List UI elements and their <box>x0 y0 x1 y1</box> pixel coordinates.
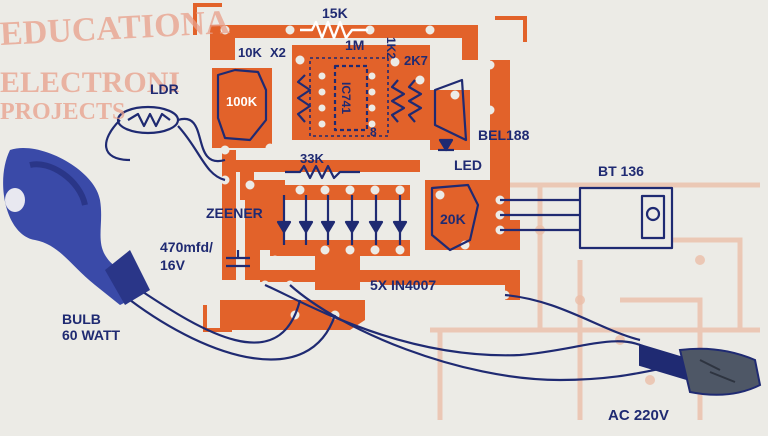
label-15k: 15K <box>322 5 348 21</box>
label-capacitor-voltage: 16V <box>160 257 185 273</box>
label-1k2: 1K2 <box>384 36 399 60</box>
bulb-illustration <box>3 148 150 305</box>
label-33k: 33K <box>300 151 324 166</box>
copper-traces <box>210 25 520 330</box>
label-100k: 100K <box>226 94 258 109</box>
label-diodes: 5X IN4007 <box>370 277 437 293</box>
label-ldr: LDR <box>150 81 179 97</box>
label-bel188: BEL188 <box>478 127 530 143</box>
label-20k: 20K <box>440 211 466 227</box>
label-bt136: BT 136 <box>598 163 644 179</box>
background-circuit <box>430 182 760 420</box>
label-pin8: 8 <box>370 125 377 139</box>
label-capacitor-value: 470mfd/ <box>160 239 213 255</box>
watermark-text-3: PROJECTS <box>0 99 126 125</box>
label-2k7: 2K7 <box>404 53 428 68</box>
label-ic741: IC741 <box>339 81 354 115</box>
watermark-text-2: ELECTRONI <box>0 66 181 99</box>
label-led: LED <box>454 157 482 173</box>
label-zeener: ZEENER <box>206 205 263 221</box>
ac-plug <box>639 343 762 396</box>
label-1m: 1M <box>345 37 365 53</box>
label-10k: 10K <box>238 45 262 60</box>
label-bulb: BULB <box>62 311 101 327</box>
component-symbols <box>116 20 674 268</box>
label-x2: X2 <box>270 45 286 60</box>
label-bulb-watt: 60 WATT <box>62 327 121 343</box>
wires <box>104 117 681 382</box>
label-ac-220v: AC 220V <box>608 407 669 424</box>
